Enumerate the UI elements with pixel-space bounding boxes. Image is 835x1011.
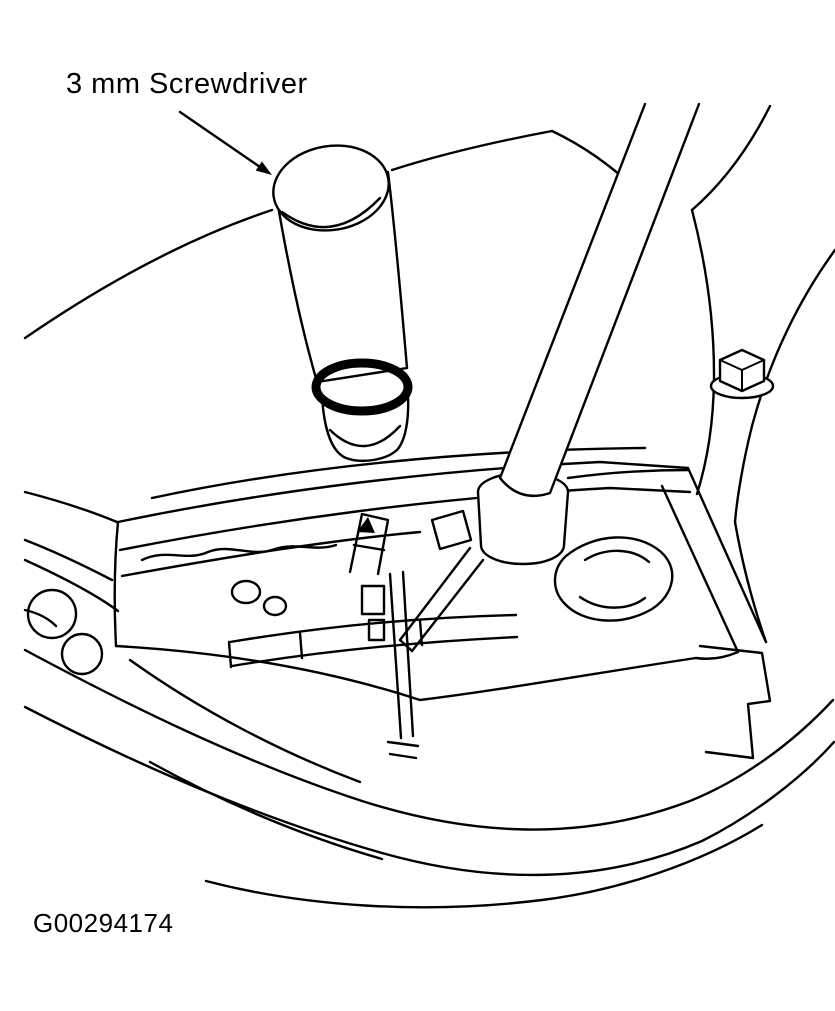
shift-linkage-detail bbox=[140, 509, 674, 760]
case-flange-band bbox=[116, 446, 768, 654]
boss-circle bbox=[60, 632, 104, 676]
figure-id-code: G00294174 bbox=[33, 908, 174, 938]
case-lower-outline bbox=[23, 558, 835, 909]
detent-cam bbox=[553, 536, 674, 622]
case-opening bbox=[113, 520, 740, 784]
case-upper-outline bbox=[23, 104, 835, 644]
shift-control-rod bbox=[498, 102, 701, 498]
detent-wedge bbox=[357, 517, 375, 533]
callout-arrow bbox=[178, 110, 272, 175]
callout-label: 3 mm Screwdriver bbox=[66, 68, 308, 100]
case-bracket bbox=[698, 644, 772, 760]
flange-bolt bbox=[709, 348, 775, 400]
boss-circle bbox=[26, 588, 78, 640]
screwdriver bbox=[272, 144, 413, 462]
screwdriver-grip-band bbox=[311, 358, 413, 416]
screwdriver-handle-top bbox=[272, 144, 390, 232]
